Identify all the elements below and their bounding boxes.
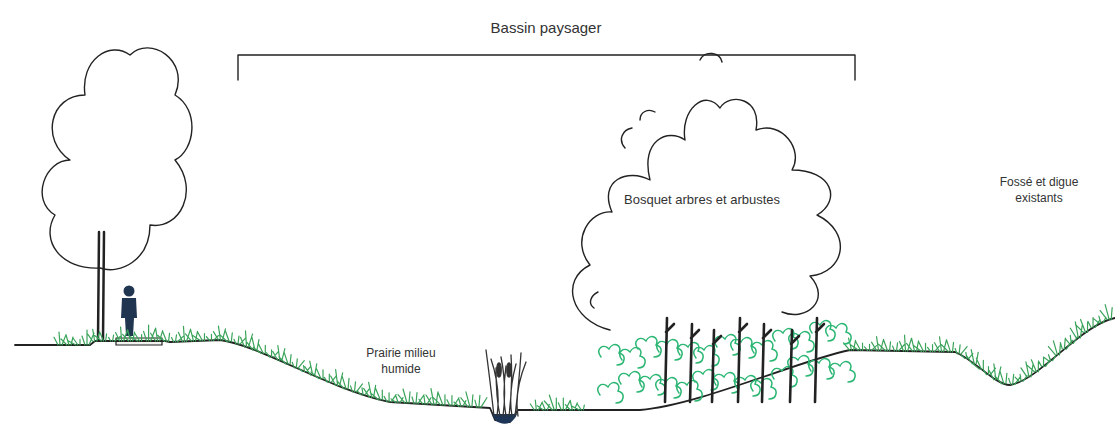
grove-trunk (762, 324, 771, 402)
tree-trunk (98, 232, 104, 340)
reed-leaves (486, 350, 526, 416)
meadow-label: Prairie milieu humide (362, 346, 440, 377)
basin-title: Bassin paysager (489, 18, 604, 38)
tree-crown (42, 48, 192, 270)
cattail-head (507, 363, 511, 377)
grass-blades (54, 305, 1112, 410)
bracket (238, 55, 855, 80)
grove-trunk (712, 330, 721, 402)
grove-crown-detail (591, 53, 722, 308)
ditch-label: Fossé et digue existants (996, 175, 1082, 206)
grove-crown (573, 99, 841, 330)
grass (54, 305, 1112, 410)
cattail-head (497, 363, 501, 377)
ground-line (15, 318, 1115, 422)
reeds (486, 350, 526, 416)
grove-trunk (738, 318, 747, 402)
grove-label: Bosquet arbres et arbustes (622, 192, 782, 209)
grove-trunk (665, 318, 674, 402)
water (492, 414, 517, 424)
grove-trunk (690, 324, 699, 402)
grove-trunk (815, 318, 824, 402)
person (121, 286, 137, 337)
grove-trunks (665, 318, 824, 402)
grove-trunk (790, 330, 799, 402)
